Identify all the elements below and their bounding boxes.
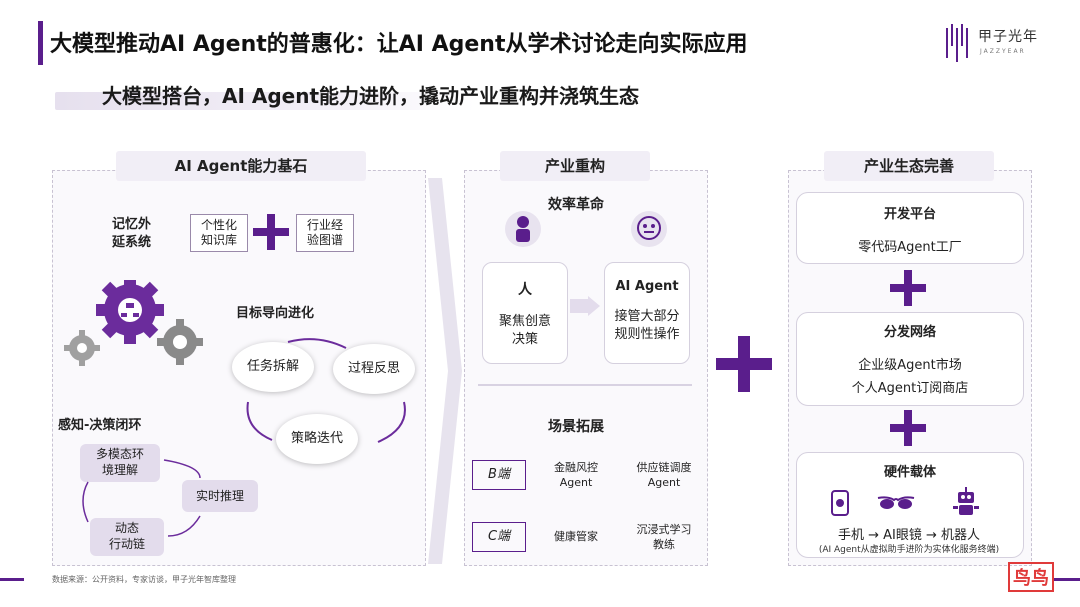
watermark-stamp: 鸟鸟 <box>1008 562 1054 592</box>
footer-accent-left <box>0 578 24 581</box>
cycle-arrows <box>246 338 406 443</box>
page-title: 大模型推动AI Agent的普惠化：让AI Agent从学术讨论走向实际应用 <box>50 32 748 57</box>
arrow-right-icon <box>570 296 600 316</box>
ai-head-icon <box>631 211 667 247</box>
b-end-item-supply: 供应链调度 Agent <box>636 461 692 489</box>
plus-icon <box>716 336 772 392</box>
industry-graph-box: 行业经 验图谱 <box>296 214 354 252</box>
industry-panel-header: 产业重构 <box>500 151 650 181</box>
divider <box>478 384 692 386</box>
hardware-chain: 手机 → AI眼镜 → 机器人 <box>837 528 981 543</box>
plus-icon <box>890 270 926 306</box>
subtitle-underline <box>55 92 475 110</box>
industry-panel <box>464 170 708 566</box>
memory-label: 记忆外 延系统 <box>112 216 151 252</box>
realtime-reasoning-pill: 实时推理 <box>182 480 258 512</box>
person-icon <box>505 211 541 247</box>
action-chain-pill: 动态 行动链 <box>90 518 164 556</box>
plus-icon <box>890 410 926 446</box>
dev-platform-title: 开发平台 <box>883 207 936 222</box>
robot-icon <box>953 487 979 515</box>
ecosystem-panel-header: 产业生态完善 <box>824 151 994 181</box>
distribution-desc-2: 个人Agent订阅商店 <box>851 381 969 396</box>
gear-icon <box>64 280 203 366</box>
efficiency-label: 效率革命 <box>548 197 604 213</box>
source-note: 数据来源：公开资料，专家访谈，甲子光年智库整理 <box>52 575 236 584</box>
agent-card-desc: 接管大部分 规则性操作 <box>614 309 680 342</box>
arrow-right-icon <box>428 178 462 564</box>
distribution-title: 分发网络 <box>883 325 936 340</box>
logo-bars-icon <box>946 24 968 62</box>
dev-platform-card: 开发平台 零代码Agent工厂 <box>796 192 1024 264</box>
scenario-label: 场景拓展 <box>548 419 604 435</box>
loop-arrows <box>82 459 201 537</box>
logo-text: 甲子光年 <box>978 29 1038 45</box>
agent-card-title: AI Agent <box>615 279 679 294</box>
capability-panel-header: AI Agent能力基石 <box>116 151 366 181</box>
personal-knowledge-box: 个性化 知识库 <box>190 214 248 252</box>
title-accent-bar <box>38 21 43 65</box>
hardware-card: 硬件载体 <box>796 452 1024 558</box>
human-card-desc: 聚焦创意 决策 <box>498 314 551 347</box>
glasses-icon <box>877 496 915 509</box>
agent-card: AI Agent 接管大部分 规则性操作 <box>604 262 690 364</box>
human-card-title: 人 <box>518 282 532 298</box>
memory-label-line2: 延系统 <box>112 235 152 250</box>
human-card: 人 聚焦创意 决策 <box>482 262 568 364</box>
hardware-note: (AI Agent从虚拟助手进阶为实体化服务终端) <box>818 545 1000 555</box>
process-reflection-bubble: 过程反思 <box>333 344 415 394</box>
dev-platform-desc: 零代码Agent工厂 <box>858 240 962 255</box>
multimodal-pill: 多模态环 境理解 <box>80 444 160 482</box>
logo-subtext: JAZZYEAR <box>980 48 1026 55</box>
memory-label-line1: 记忆外 <box>112 217 152 232</box>
b-end-tag: B端 <box>472 460 526 490</box>
distribution-card: 分发网络 企业级Agent市场 个人Agent订阅商店 <box>796 312 1024 406</box>
hardware-title: 硬件载体 <box>883 465 936 480</box>
goal-evolution-label: 目标导向进化 <box>236 306 315 321</box>
footer-accent-right <box>1052 578 1080 581</box>
perception-loop-label: 感知-决策闭环 <box>58 418 142 433</box>
strategy-iteration-bubble: 策略迭代 <box>276 414 358 464</box>
task-decompose-bubble: 任务拆解 <box>232 342 314 392</box>
phone-icon <box>831 490 849 516</box>
c-end-item-health: 健康管家 <box>554 530 598 543</box>
c-end-tag: C端 <box>472 522 526 552</box>
b-end-item-finance: 金融风控 Agent <box>554 461 598 489</box>
distribution-desc-1: 企业级Agent市场 <box>858 358 962 373</box>
page-subtitle: 大模型搭台，AI Agent能力进阶，撬动产业重构并浇筑生态 <box>102 84 640 108</box>
c-end-item-learning: 沉浸式学习 教练 <box>636 523 692 551</box>
plus-icon <box>253 214 289 250</box>
